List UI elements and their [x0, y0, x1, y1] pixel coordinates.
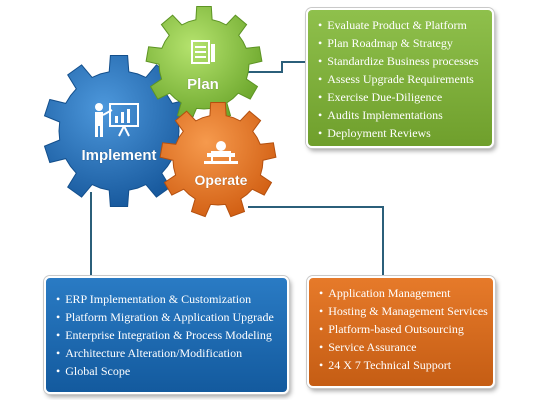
plan-gear-label: Plan	[187, 76, 219, 93]
list-item: Assess Upgrade Requirements	[318, 70, 484, 88]
list-item: ERP Implementation & Customization	[56, 290, 279, 308]
list-item: Exercise Due-Diligence	[318, 88, 484, 106]
plan-details-box: Evaluate Product & Platform Plan Roadmap…	[306, 8, 494, 148]
list-item: Audits Implementations	[318, 106, 484, 124]
implement-gear-label: Implement	[81, 147, 156, 164]
plan-details-list: Evaluate Product & Platform Plan Roadmap…	[318, 16, 484, 142]
implement-details-box: ERP Implementation & Customization Platf…	[44, 276, 289, 394]
list-item: Architecture Alteration/Modification	[56, 344, 279, 362]
list-item: Platform-based Outsourcing	[319, 320, 485, 338]
implement-details-list: ERP Implementation & Customization Platf…	[56, 290, 279, 380]
plan-gear: Plan	[145, 6, 263, 122]
list-item: Hosting & Management Services	[319, 302, 488, 320]
plan-connector	[248, 61, 306, 73]
connector-lines	[90, 61, 384, 276]
list-item: Standardize Business processes	[318, 52, 484, 70]
list-item: 24 X 7 Technical Support	[319, 356, 485, 374]
person-at-desk-icon	[204, 141, 238, 164]
list-item: Service Assurance	[319, 338, 485, 356]
list-item: Deployment Reviews	[318, 124, 484, 142]
operate-gear: Operate	[159, 102, 277, 218]
list-item: Plan Roadmap & Strategy	[318, 34, 484, 52]
list-item: Global Scope	[56, 362, 279, 380]
list-item: Enterprise Integration & Process Modelin…	[56, 326, 279, 344]
document-icon	[191, 40, 215, 64]
operate-details-list: Application Management Hosting & Managem…	[319, 284, 488, 374]
operate-connector	[248, 206, 384, 276]
operate-gear-label: Operate	[195, 172, 248, 188]
list-item: Platform Migration & Application Upgrade	[56, 308, 279, 326]
operate-details-box: Application Management Hosting & Managem…	[307, 276, 495, 388]
list-item: Application Management	[319, 284, 485, 302]
presentation-board-icon	[95, 103, 139, 137]
list-item: Evaluate Product & Platform	[318, 16, 484, 34]
